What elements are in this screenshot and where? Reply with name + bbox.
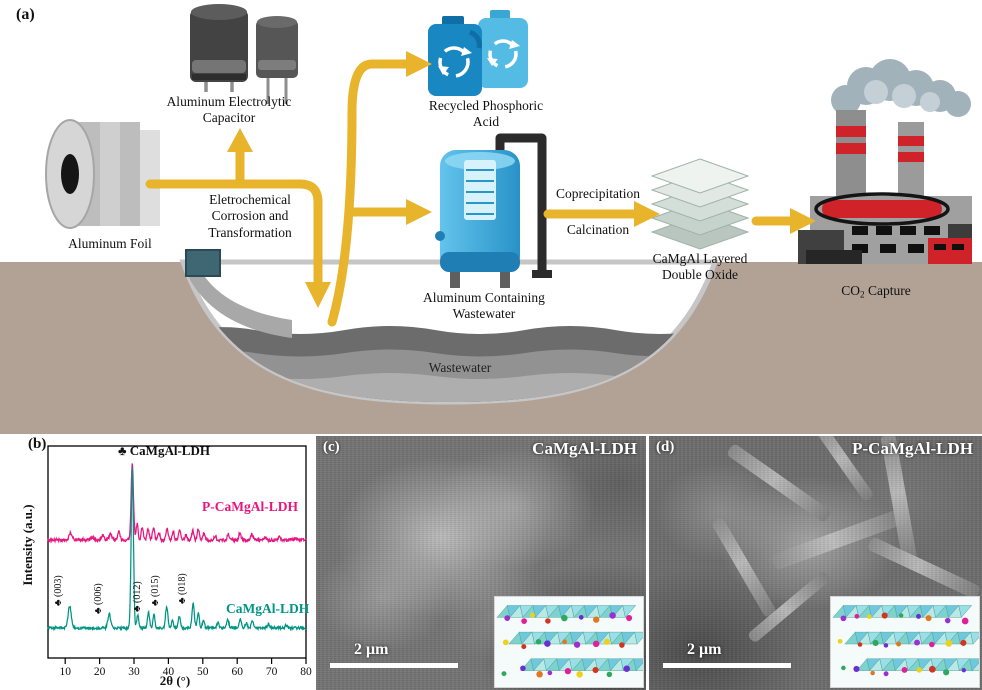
foil-label: Aluminum Foil — [68, 236, 152, 251]
flow-arrowheads — [227, 51, 816, 308]
tank-ladder — [464, 160, 496, 220]
ldo-stack-icon — [650, 158, 750, 250]
arrow-pool-to-acid — [327, 59, 413, 327]
plot-frame — [47, 445, 307, 659]
capture-unit — [822, 200, 942, 218]
xrd-curve-CaMgAl-LDH — [47, 467, 307, 632]
panel-a-tag: (a) — [16, 6, 35, 23]
wastewater-tank-icon — [435, 133, 552, 288]
outfall-pipe — [185, 249, 221, 277]
series-label-p: P-CaMgAl-LDH — [202, 499, 298, 514]
ldo-label: CaMgAl Layered Double Oxide — [652, 251, 748, 283]
xrd-curve-P-CaMgAl-LDH — [47, 463, 307, 544]
panel-a-process-scheme: (a) Aluminum Electrolytic Capacitor Alum… — [0, 4, 982, 434]
panel-d-tag: (d) — [656, 439, 675, 455]
panel-d-sem-image: (d) P-CaMgAl-LDH 2 μm — [649, 436, 982, 690]
sem-rod — [725, 442, 833, 524]
peak-label-003: ♣ (003) — [53, 575, 64, 606]
x-tick-label: 10 — [59, 666, 71, 676]
recycle-icon — [438, 46, 472, 78]
x-tick-label: 30 — [128, 666, 140, 676]
factory-icon — [798, 59, 972, 264]
co2-subscript: 2 — [860, 289, 865, 300]
acid-jugs-icon — [428, 10, 528, 96]
arrow-foil-to-pool — [145, 179, 323, 289]
acid-jug-dark — [428, 16, 482, 96]
aluminum-foil-icon — [45, 119, 160, 229]
panel-c-title: CaMgAl-LDH — [532, 439, 637, 458]
wastewater-label: Wastewater — [428, 360, 492, 375]
outfall-stream — [186, 262, 292, 338]
xrd-legend: ♣ CaMgAl-LDH — [118, 443, 210, 458]
scalebar — [663, 663, 791, 668]
x-axis-ticks — [64, 658, 307, 664]
coprecipitation-label: Coprecipitation — [556, 186, 640, 201]
sem-rod — [866, 536, 982, 600]
process-label: Eletrochemical Corrosion and Transformat… — [208, 192, 292, 240]
ldh-structure-inset — [494, 596, 646, 688]
panel-b-xrd-chart: (b) ♣ CaMgAl-LDH Intensity (a.u.) 10 20 … — [20, 436, 314, 690]
y-axis-label: Intensity (a.u.) — [20, 504, 35, 586]
flow-arrows — [145, 59, 797, 327]
co2-prefix: CO — [841, 283, 861, 298]
peak-label-015: ♣ (015) — [150, 575, 161, 606]
xrd-plot: 10 20 30 40 50 60 70 80 — [47, 445, 312, 676]
recycle-icon — [487, 39, 520, 69]
ldh-structure-art — [496, 604, 646, 678]
x-axis-label: 2θ (°) — [159, 673, 191, 688]
scalebar-label: 2 μm — [687, 641, 722, 658]
sem-rod — [770, 507, 908, 571]
factory-windows — [852, 226, 940, 253]
co2-capture-label: CO2 Capture — [812, 283, 940, 300]
acid-label: Recycled Phosphoric Acid — [428, 98, 544, 130]
x-tick-label: 40 — [163, 666, 175, 676]
x-tick-label: 20 — [94, 666, 106, 676]
peak-label-006: ♣ (006) — [93, 583, 104, 614]
x-tick-label: 80 — [300, 666, 312, 676]
peak-label-018: ♣ (018) — [177, 573, 188, 604]
x-tick-label: 70 — [266, 666, 278, 676]
wastewater-pool — [179, 249, 719, 405]
peak-label-012: ♣ (012) — [132, 581, 143, 612]
acid-jug-light — [478, 10, 528, 88]
panel-d-title: P-CaMgAl-LDH — [852, 439, 973, 458]
x-tick-label: 50 — [197, 666, 209, 676]
panel-c-tag: (c) — [323, 439, 340, 455]
scalebar-label: 2 μm — [354, 641, 389, 658]
sem-rod — [710, 516, 778, 619]
smoke-clouds — [831, 59, 971, 117]
capacitor-label: Aluminum Electrolytic Capacitor — [166, 94, 292, 126]
x-tick-label: 60 — [231, 666, 243, 676]
series-label-base: CaMgAl-LDH — [226, 601, 310, 616]
scalebar — [330, 663, 458, 668]
calcination-label: Calcination — [566, 222, 630, 237]
tank-label: Aluminum Containing Wastewater — [423, 290, 545, 322]
x-axis-tick-labels: 10 20 30 40 50 60 70 80 — [59, 666, 312, 676]
ldh-structure-art — [832, 604, 982, 677]
process-scheme-art — [0, 4, 982, 434]
panel-b-tag: (b) — [28, 436, 47, 452]
panel-c-sem-image: (c) CaMgAl-LDH 2 μm — [316, 436, 646, 690]
co2-suffix: Capture — [864, 283, 911, 298]
ldh-structure-inset — [830, 596, 982, 688]
capacitors-icon — [190, 4, 298, 104]
